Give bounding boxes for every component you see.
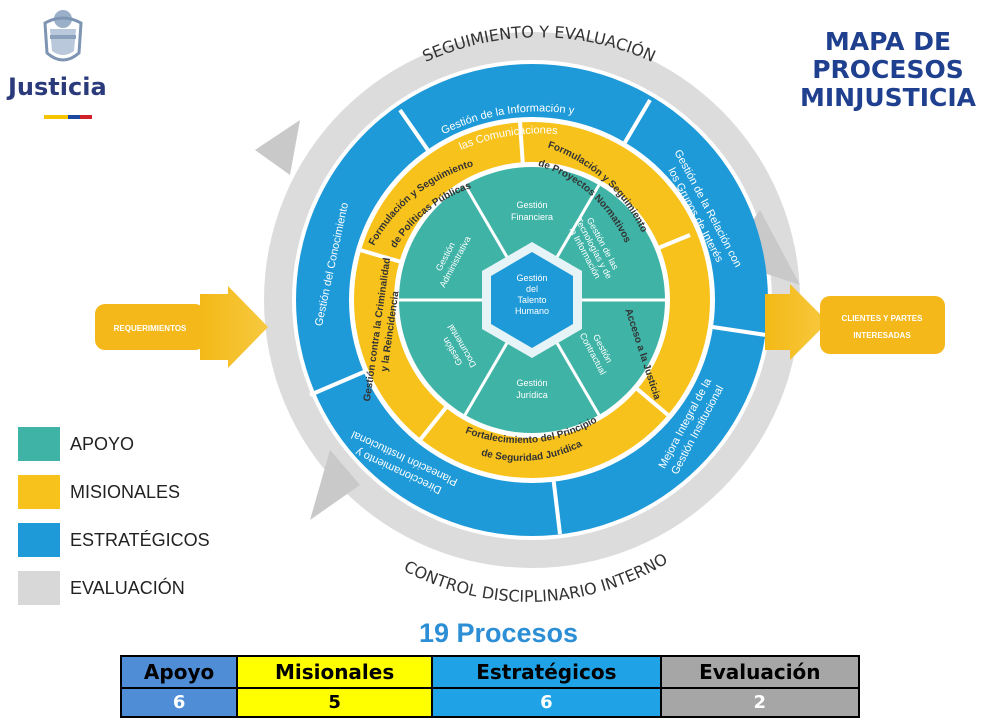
center-hexagon — [491, 252, 573, 348]
legend-item-estrategicos: ESTRATÉGICOS — [18, 516, 210, 564]
summary-value-cell: 6 — [119, 687, 239, 718]
cycle-arrow-left — [255, 120, 300, 175]
map-title: MAPA DE PROCESOS MINJUSTICIA — [793, 28, 983, 112]
title-line-1: MAPA DE — [824, 27, 952, 56]
summary-table: Apoyo Misionales Estratégicos Evaluación… — [119, 655, 861, 718]
summary-header-cell: Apoyo — [119, 655, 239, 689]
summary-header-cell: Evaluación — [659, 655, 861, 689]
label-financiera-2: Financiera — [511, 212, 553, 222]
center-label-3: Talento — [517, 295, 546, 305]
legend-swatch — [18, 427, 60, 461]
legend-label: APOYO — [70, 433, 135, 454]
summary-header-cell: Estratégicos — [431, 655, 662, 689]
cycle-arrow-bottom — [310, 450, 360, 520]
summary-value-cell: 5 — [236, 687, 434, 718]
title-line-3: MINJUSTICIA — [799, 83, 977, 112]
process-map-diagram: SEGUIMIENTO Y EVALUACIÓN CONTROL DISCIPL… — [95, 22, 945, 606]
legend-label: EVALUACIÓN — [70, 577, 185, 598]
summary-title: 19 Procesos — [418, 618, 579, 648]
ministry-logo: Justicia — [8, 5, 118, 130]
legend-swatch — [18, 571, 60, 605]
input-arrow-label: REQUERIMIENTOS — [114, 324, 187, 333]
title-line-2: PROCESOS — [812, 55, 964, 84]
input-arrow: REQUERIMIENTOS — [95, 286, 268, 368]
label-financiera-1: Gestión — [516, 200, 547, 210]
summary-header-cell: Misionales — [236, 655, 434, 689]
flag-stripe — [44, 115, 92, 119]
legend-item-apoyo: APOYO — [18, 420, 210, 468]
output-arrow-label-1: CLIENTES Y PARTES — [842, 314, 924, 323]
legend-swatch — [18, 475, 60, 509]
label-juridica-1: Gestión — [516, 378, 547, 388]
center-label-2: del — [526, 284, 538, 294]
summary-value-cell: 2 — [659, 687, 861, 718]
summary-value-cell: 6 — [431, 687, 662, 718]
legend: APOYO MISIONALES ESTRATÉGICOS EVALUACIÓN — [18, 420, 210, 612]
legend-item-misionales: MISIONALES — [18, 468, 210, 516]
center-label-1: Gestión — [516, 273, 547, 283]
label-juridica-2: Jurídica — [516, 390, 548, 400]
legend-label: ESTRATÉGICOS — [70, 529, 210, 550]
output-arrow-label-2: INTERESADAS — [853, 331, 911, 340]
output-arrow: CLIENTES Y PARTES INTERESADAS — [765, 284, 945, 360]
logo-text: Justicia — [8, 73, 107, 101]
legend-label: MISIONALES — [70, 481, 181, 502]
center-label: Gestión del Talento Humano — [515, 273, 549, 316]
coat-of-arms-icon — [43, 10, 83, 62]
legend-item-evaluacion: EVALUACIÓN — [18, 564, 210, 612]
summary-value-row: 6 5 6 2 — [119, 687, 861, 718]
summary-header-row: Apoyo Misionales Estratégicos Evaluación — [119, 655, 861, 689]
legend-swatch — [18, 523, 60, 557]
center-label-4: Humano — [515, 306, 549, 316]
